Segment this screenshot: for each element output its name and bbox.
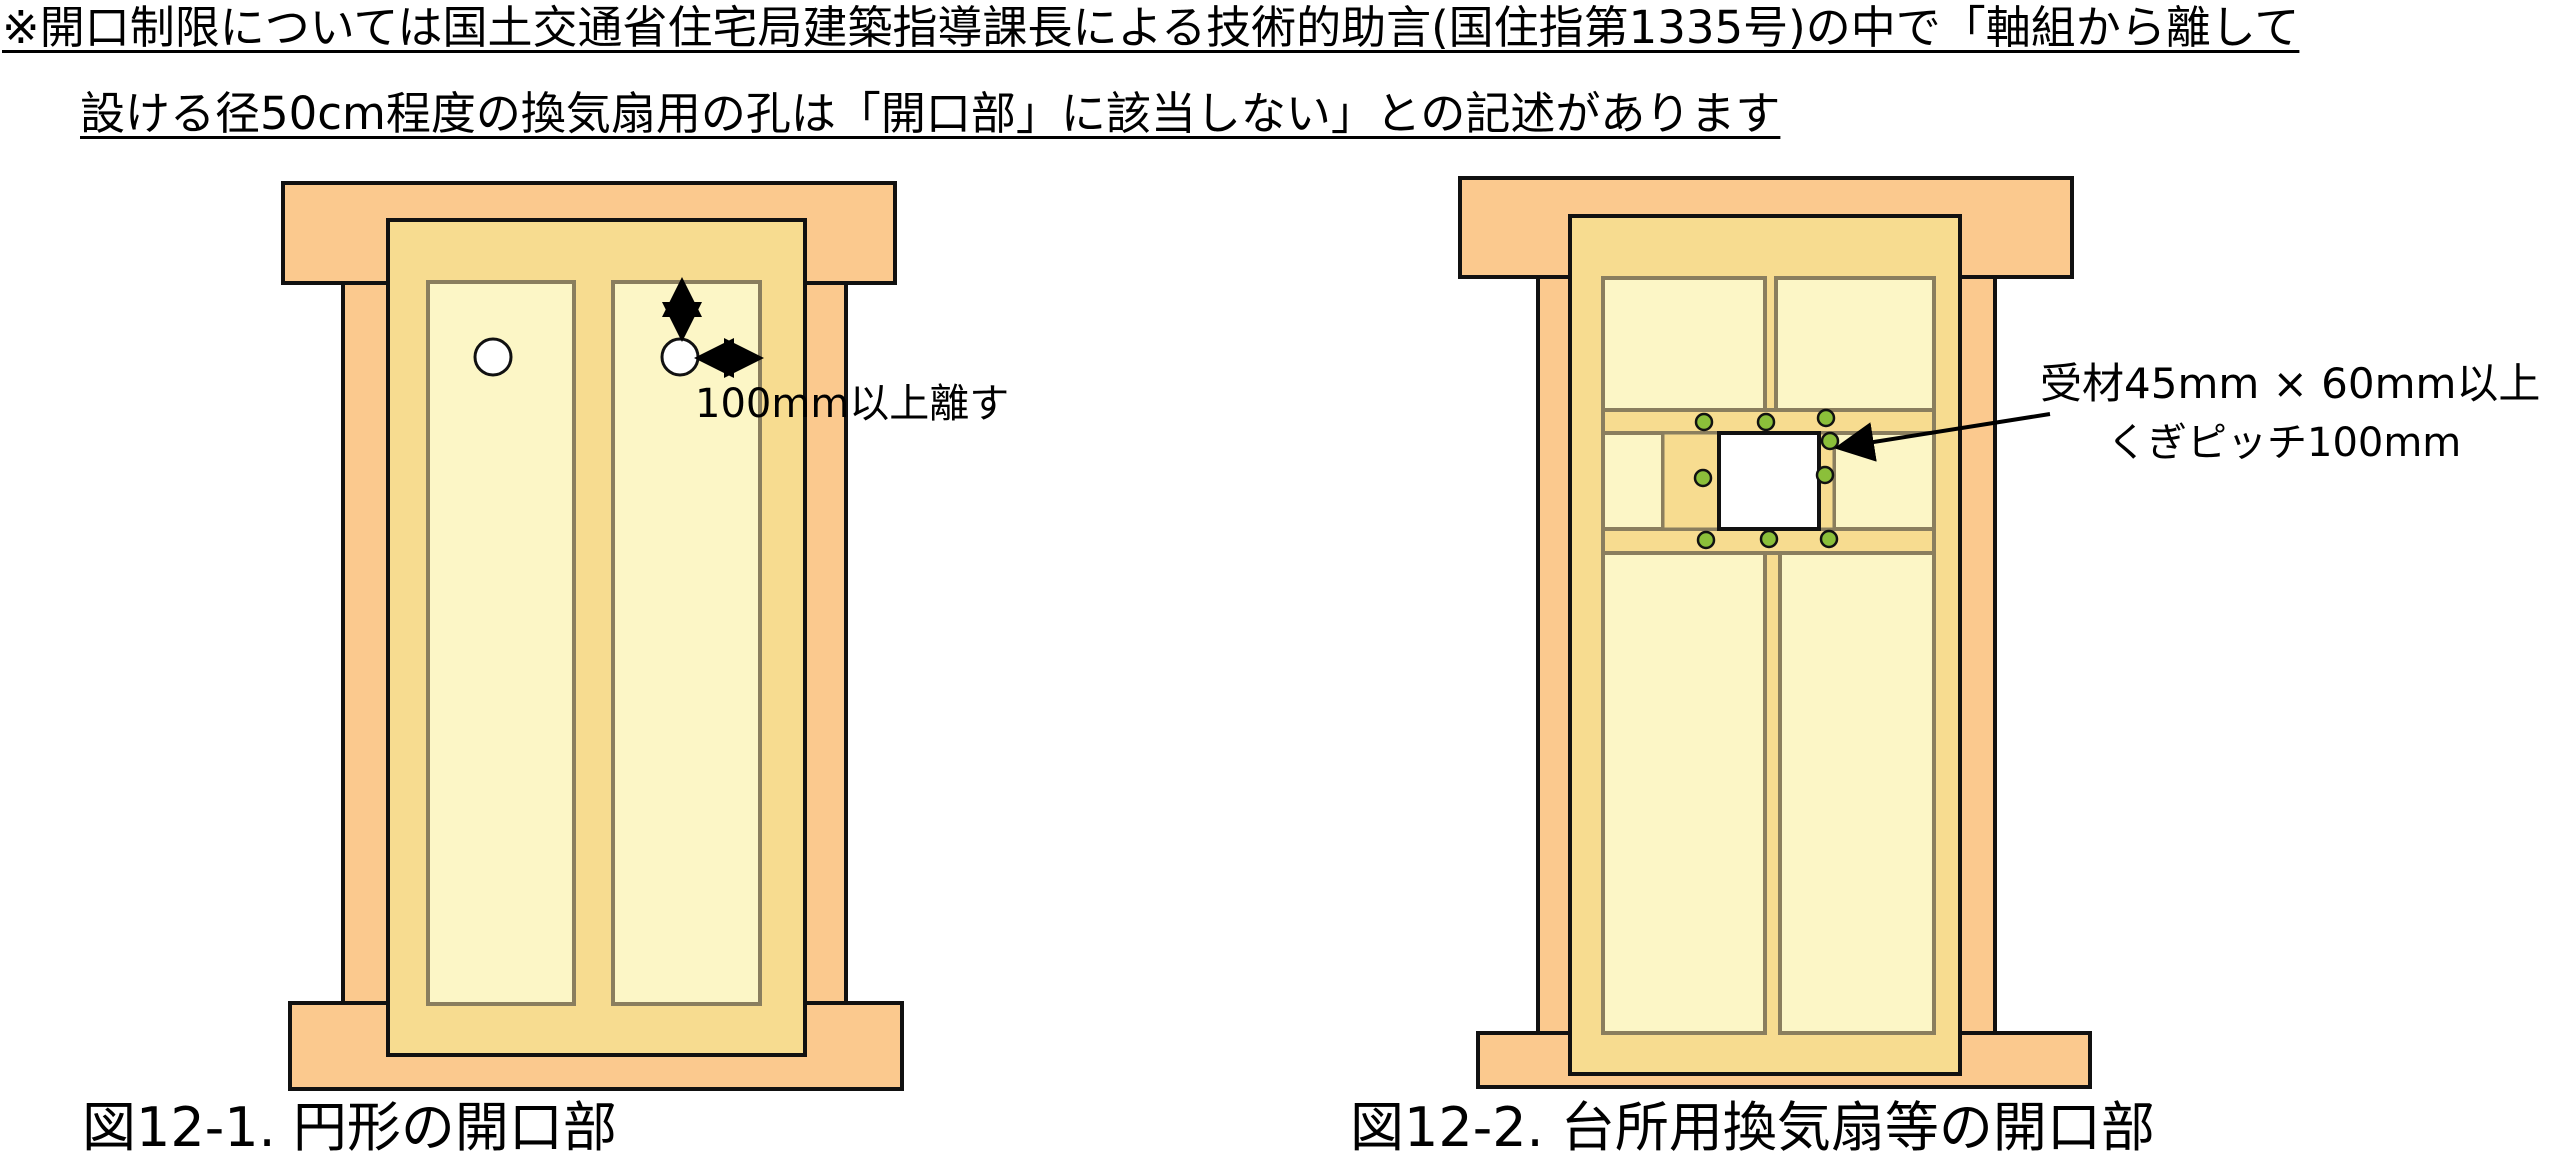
- figure-1-wall-diagram: 100mm以上離す: [281, 181, 1009, 1091]
- nail: [1696, 530, 1716, 550]
- nail: [1816, 408, 1836, 428]
- figure-2-wall-diagram: 受材45mm × 60mm以上 くぎピッチ100mm: [1458, 176, 2540, 1089]
- figure-2-caption: 図12-2. 台所用換気扇等の開口部: [1350, 1096, 2155, 1159]
- fig2-nails: [1693, 408, 1840, 550]
- note-line-2: 設ける径50cm程度の換気扇用の孔は「開口部」に該当しない」との記述があります: [80, 87, 1781, 140]
- fig2-bay-top-left: [1601, 276, 1767, 412]
- fig2-square-opening: [1717, 431, 1821, 531]
- fig2-bay-top-right: [1774, 276, 1936, 412]
- nail: [1815, 465, 1835, 485]
- fig1-bay-right: [611, 280, 762, 1006]
- fig2-leader-arrow: [1834, 412, 2051, 462]
- fig2-bay-mid-left: [1601, 431, 1665, 531]
- fig1-round-opening-right: [660, 337, 700, 377]
- nail: [1759, 529, 1779, 549]
- fig1-bay-left: [426, 280, 576, 1006]
- nail: [1693, 468, 1713, 488]
- fig2-annotation-line-2: くぎピッチ100mm: [2107, 420, 2461, 466]
- nail: [1756, 412, 1776, 432]
- fig2-annotation-line-1: 受材45mm × 60mm以上: [2040, 359, 2540, 408]
- fig1-clearance-label: 100mm以上離す: [695, 381, 1009, 427]
- fig2-bay-bottom-left: [1601, 551, 1767, 1035]
- note-line-1: ※開口制限については国土交通省住宅局建築指導課長による技術的助言(国住指第133…: [2, 1, 2300, 54]
- figure-1-caption: 図12-1. 円形の開口部: [82, 1096, 617, 1159]
- nail: [1819, 529, 1839, 549]
- nail: [1820, 431, 1840, 451]
- fig2-bay-bottom-right: [1778, 551, 1936, 1035]
- nail: [1694, 412, 1714, 432]
- fig1-round-opening-left: [473, 337, 513, 377]
